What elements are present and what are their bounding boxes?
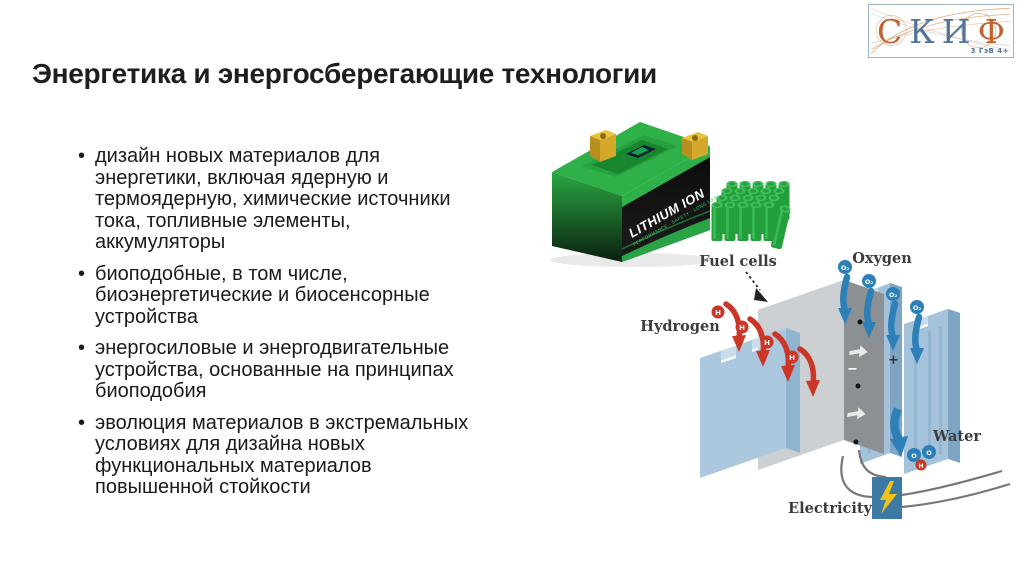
bullet-text: биоподобные, в том числе, биоэнергетичес… xyxy=(95,262,430,328)
h-symbol: H xyxy=(715,309,721,317)
bullet-item: • эволюция материалов в экстремальных ус… xyxy=(78,411,518,499)
bullet-marker: • xyxy=(78,411,86,434)
fuel-cells-pointer-arrow xyxy=(745,271,768,302)
h-symbol: H xyxy=(789,354,795,362)
hydrogen-label: Hydrogen xyxy=(640,318,720,335)
o2-symbol: O₂ xyxy=(913,304,922,312)
minus-sign: − xyxy=(847,362,858,377)
o-symbol: O xyxy=(926,449,932,457)
water-label: Water xyxy=(932,428,981,445)
o-symbol: O xyxy=(911,452,917,460)
electricity-label: Electricity xyxy=(788,500,872,517)
h-symbol: H xyxy=(764,339,770,347)
electricity-output xyxy=(840,449,1011,519)
battery-terminal xyxy=(590,130,616,162)
o2-symbol: O₂ xyxy=(841,264,850,272)
bullet-item: • энергосиловые и энергодвигательные уст… xyxy=(78,337,518,403)
oxygen-label: Oxygen xyxy=(852,250,912,267)
bullet-text: дизайн новых материалов для энергетики, … xyxy=(95,145,451,253)
fuel-cells-label: Fuel cells xyxy=(699,253,777,270)
bullet-item: • дизайн новых материалов для энергетики… xyxy=(78,145,518,254)
bullet-marker: • xyxy=(78,145,86,167)
bullet-text: энергосиловые и энергодвигательные устро… xyxy=(95,337,454,402)
bullet-marker: • xyxy=(78,262,86,285)
membrane-side-pattern xyxy=(847,319,868,445)
lithium-battery-image: LITHIUM ION PERFORMANCE · SAFETY · LONG … xyxy=(550,122,719,267)
logo-rays-decoration xyxy=(870,7,1011,54)
battery-cells-image xyxy=(711,180,792,250)
logo-letter: С xyxy=(877,11,903,51)
bullet-marker: • xyxy=(78,337,86,359)
lightning-bolt-icon xyxy=(880,481,897,514)
page-title: Энергетика и энергосберегающие технологи… xyxy=(32,58,657,89)
logo-letter: К xyxy=(909,11,935,51)
battery-terminal xyxy=(682,132,708,160)
bullet-item: • биоподобные, в том числе, биоэнергетич… xyxy=(78,262,518,329)
logo-letters: С К И Ф xyxy=(869,5,1013,57)
h-symbol: H xyxy=(918,463,923,470)
logo-letter: И xyxy=(941,11,971,51)
water-output: O O H xyxy=(890,407,936,471)
h-symbol: H xyxy=(739,324,745,332)
hydrogen-arrows: H H H H xyxy=(711,301,820,397)
o2-symbol: O₂ xyxy=(889,291,898,299)
skif-logo: С К И Ф 3 ГэВ 4+ xyxy=(868,4,1014,58)
logo-subtext: 3 ГэВ 4+ xyxy=(970,47,1009,55)
oxygen-arrows: O₂ O₂ O₂ O₂ xyxy=(838,260,924,364)
plus-sign: + xyxy=(888,353,899,368)
bullet-text: эволюция материалов в экстремальных усло… xyxy=(95,411,469,498)
energy-illustration: LITHIUM ION PERFORMANCE · SAFETY · LONG … xyxy=(550,122,1011,519)
fuel-cell-diagram: − + H xyxy=(640,250,1011,519)
logo-letter: Ф xyxy=(977,11,1005,51)
o2-symbol: O₂ xyxy=(865,278,874,286)
bullet-list: • дизайн новых материалов для энергетики… xyxy=(78,145,518,509)
